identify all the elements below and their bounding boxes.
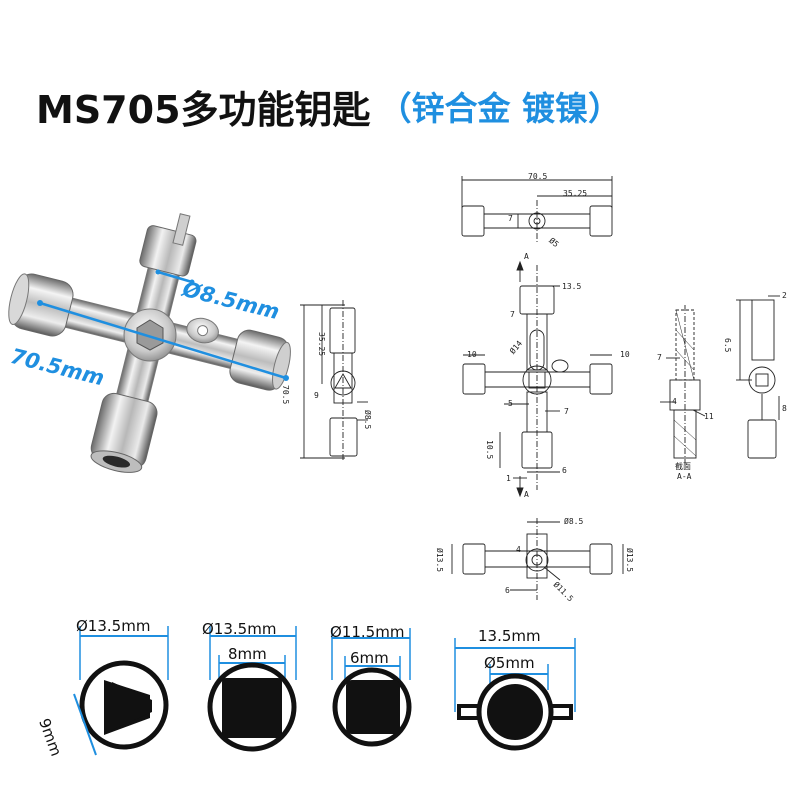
dim-sec-r11: 11	[704, 412, 714, 421]
page-title: MS705多功能钥匙（锌合金 镀镍）	[36, 80, 621, 132]
dim-right-b8: 8	[782, 404, 787, 413]
dim-front-right10: 10	[620, 350, 630, 359]
drawing-front-view	[462, 260, 613, 498]
dim-bot-d85: Ø8.5	[564, 517, 584, 526]
drawing-bottom-view	[451, 518, 624, 600]
dim-front-h7: 7	[510, 310, 515, 319]
title-sub: （锌合金 镀镍）	[378, 89, 622, 128]
section-views	[73, 626, 576, 756]
section-round-slot	[454, 638, 576, 751]
dim-front-r6: 6	[562, 466, 567, 475]
drawing-side-view	[300, 300, 368, 462]
section-mark-top: A	[524, 252, 529, 261]
dim-right-top2: 2	[782, 291, 787, 300]
dim-side-half: 35.25	[317, 332, 326, 357]
section-caption: A-A	[677, 472, 692, 481]
section-3-inner: 6mm	[350, 649, 389, 667]
technical-drawings	[300, 176, 780, 600]
length-line	[39, 301, 287, 380]
dim-sec-h7: 7	[657, 353, 662, 362]
drawing-right-view	[736, 295, 780, 459]
dim-side-angle: 9	[314, 391, 319, 400]
section-2-outer: Ø13.5mm	[202, 620, 277, 638]
section-4-inner: Ø5mm	[484, 654, 535, 672]
dim-front-r7: 7	[564, 407, 569, 416]
dim-top-half: 35.25	[563, 189, 588, 198]
dim-front-left10: 10	[467, 350, 477, 359]
diameter-line	[157, 270, 193, 284]
key-illustration	[8, 213, 291, 473]
dim-front-l1: 1	[506, 474, 511, 483]
section-4-outer: 13.5mm	[478, 627, 541, 645]
section-3-outer: Ø11.5mm	[330, 623, 405, 641]
dim-bot-h4: 4	[516, 545, 521, 554]
dim-side-overall: 70.5	[281, 385, 290, 405]
drawing-top-view	[461, 176, 613, 244]
dim-bot-b6: 6	[505, 586, 510, 595]
dim-top-overall: 70.5	[528, 172, 548, 181]
section-caption-cn: 截面	[675, 462, 691, 471]
dim-side-d85: Ø8.5	[363, 410, 372, 430]
dim-front-v105: 10.5	[485, 440, 494, 460]
section-square-8	[207, 626, 297, 752]
dim-front-135: 13.5	[562, 282, 582, 291]
drawing-section-view	[660, 305, 706, 464]
title-main: MS705多功能钥匙	[36, 87, 371, 132]
dim-bot-r135: Ø13.5	[625, 548, 634, 573]
section-triangle	[73, 626, 169, 756]
section-mark-bottom: A	[524, 490, 529, 499]
section-1-outer: Ø13.5mm	[76, 617, 151, 635]
dim-bot-l135: Ø13.5	[435, 548, 444, 573]
section-square-6	[331, 628, 412, 747]
dim-right-h65: 6.5	[723, 338, 732, 353]
dim-front-l5: 5	[508, 399, 513, 408]
dim-top-h7: 7	[508, 214, 513, 223]
section-2-inner: 8mm	[228, 645, 267, 663]
dim-sec-l4: 4	[672, 397, 677, 406]
